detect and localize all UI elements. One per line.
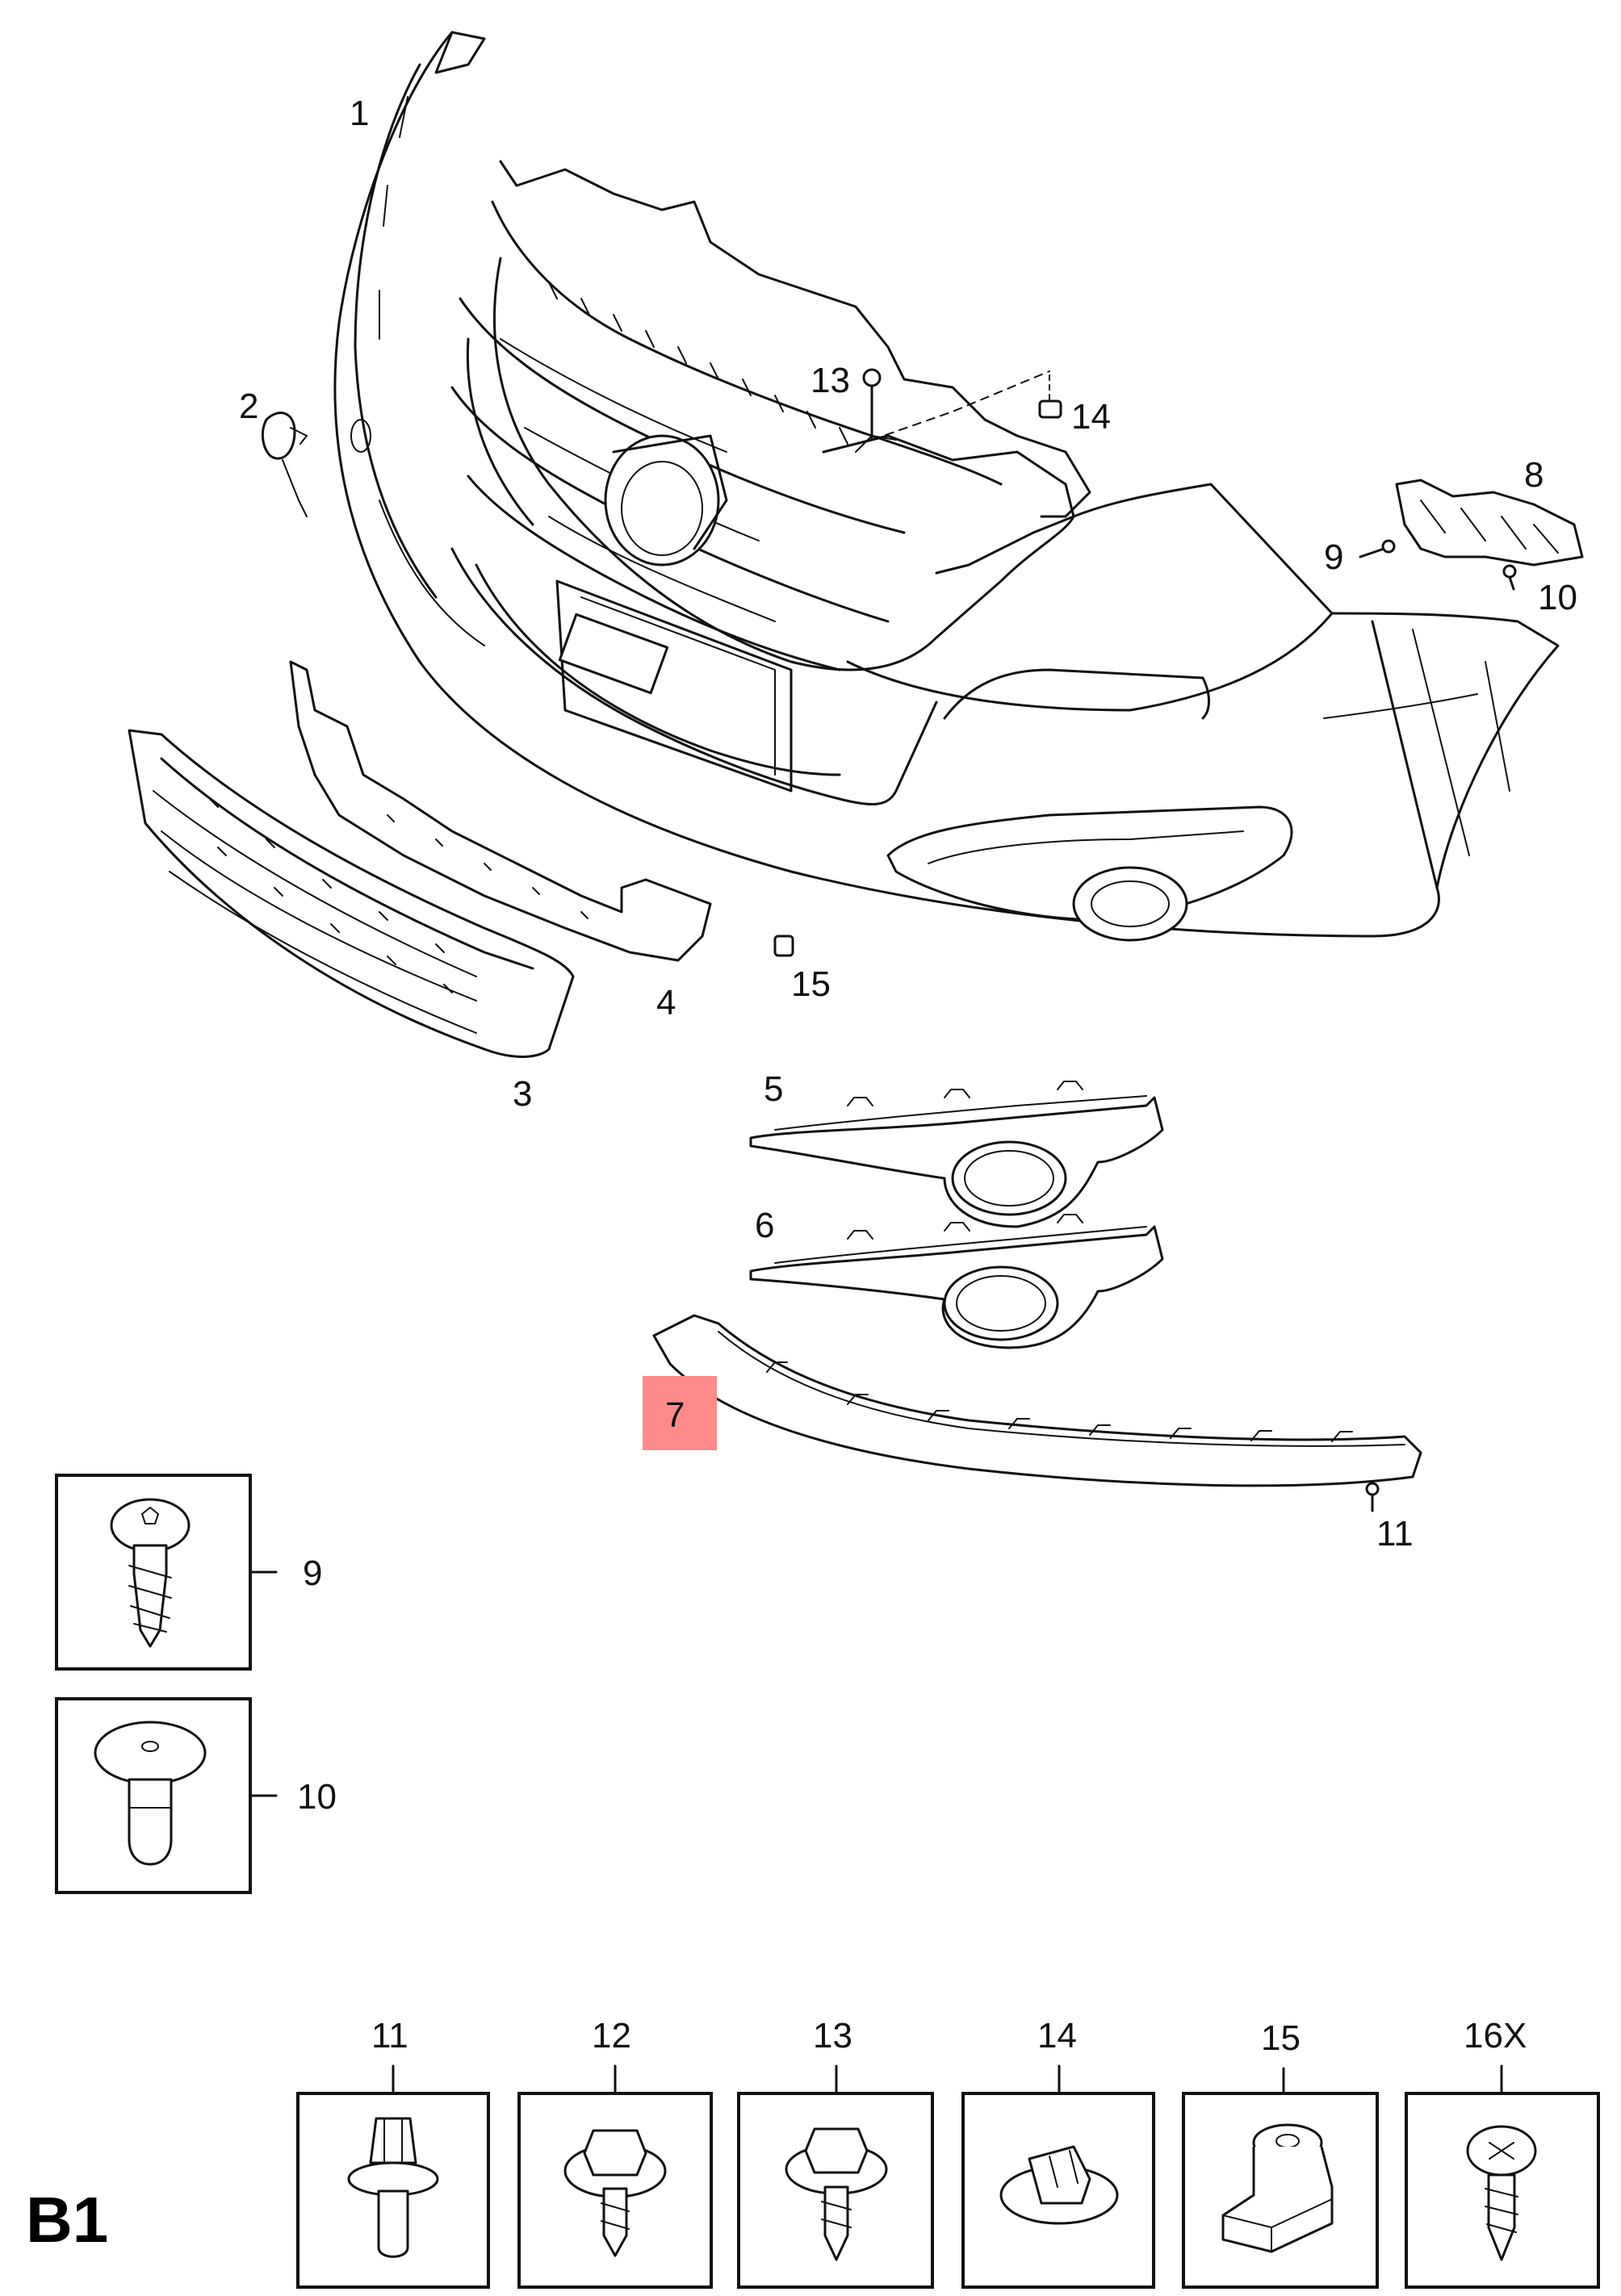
fastener-box-15[interactable]: 15 (1182, 2018, 1379, 2289)
clip-part-14-small[interactable] (1038, 374, 1062, 419)
fastener-label-13: 13 (813, 2016, 852, 2056)
side-bracket-part-8[interactable] (1395, 479, 1584, 567)
fastener-label-16x: 16X (1464, 2016, 1527, 2056)
highlight-part-7 (643, 1376, 717, 1450)
trim-strip-part-4[interactable] (289, 660, 712, 962)
callout-14[interactable]: 14 (1071, 397, 1111, 437)
tow-eye-cover-part-2[interactable] (261, 412, 308, 517)
fastener-box-16x[interactable]: 16X (1405, 2016, 1600, 2289)
fastener-label-12: 12 (592, 2016, 631, 2056)
callout-6[interactable]: 6 (755, 1206, 774, 1245)
fastener-label-15: 15 (1261, 2018, 1301, 2058)
callout-7[interactable]: 7 (665, 1395, 685, 1435)
detail-box-9[interactable]: 9 (55, 1474, 322, 1671)
callout-4[interactable]: 4 (656, 983, 676, 1023)
fastener-box-12[interactable]: 12 (517, 2016, 713, 2289)
fastener-box-11[interactable]: 11 (296, 2016, 490, 2289)
fog-lamp-grille-part-5[interactable] (749, 1081, 1164, 1228)
fastener-label-14: 14 (1037, 2016, 1077, 2056)
screw-part-9-small[interactable] (1359, 539, 1396, 558)
screw-part-10-small[interactable] (1502, 564, 1517, 591)
callout-1[interactable]: 1 (350, 94, 369, 133)
screw-part-11-small[interactable] (1365, 1482, 1380, 1512)
upper-grille-assembly[interactable] (450, 160, 1091, 671)
detail-label-10: 10 (297, 1777, 337, 1817)
detail-label-9: 9 (303, 1554, 322, 1593)
callout-8[interactable]: 8 (1524, 455, 1544, 495)
bumper-cover-part-1[interactable] (333, 31, 1560, 942)
detail-box-10[interactable]: 10 (55, 1697, 337, 1894)
callout-15[interactable]: 15 (791, 964, 831, 1004)
callout-9[interactable]: 9 (1324, 537, 1343, 577)
callout-13[interactable]: 13 (810, 361, 850, 400)
nut-part-15-small[interactable] (773, 935, 794, 957)
callout-3[interactable]: 3 (513, 1074, 532, 1114)
callout-11[interactable]: 11 (1376, 1514, 1414, 1554)
callout-10[interactable]: 10 (1538, 578, 1577, 617)
spoiler-strip-part-7[interactable] (652, 1314, 1422, 1487)
fog-lamp-grille-part-6[interactable] (749, 1214, 1164, 1349)
section-label: B1 (26, 2184, 108, 2256)
bolt-part-13-small[interactable] (862, 368, 1050, 441)
callout-2[interactable]: 2 (239, 387, 258, 426)
callout-5[interactable]: 5 (764, 1069, 783, 1109)
fastener-box-13[interactable]: 13 (737, 2016, 934, 2289)
fastener-label-11: 11 (371, 2016, 408, 2056)
lower-grille-part-3[interactable] (128, 729, 575, 1058)
fastener-box-14[interactable]: 14 (961, 2016, 1155, 2289)
